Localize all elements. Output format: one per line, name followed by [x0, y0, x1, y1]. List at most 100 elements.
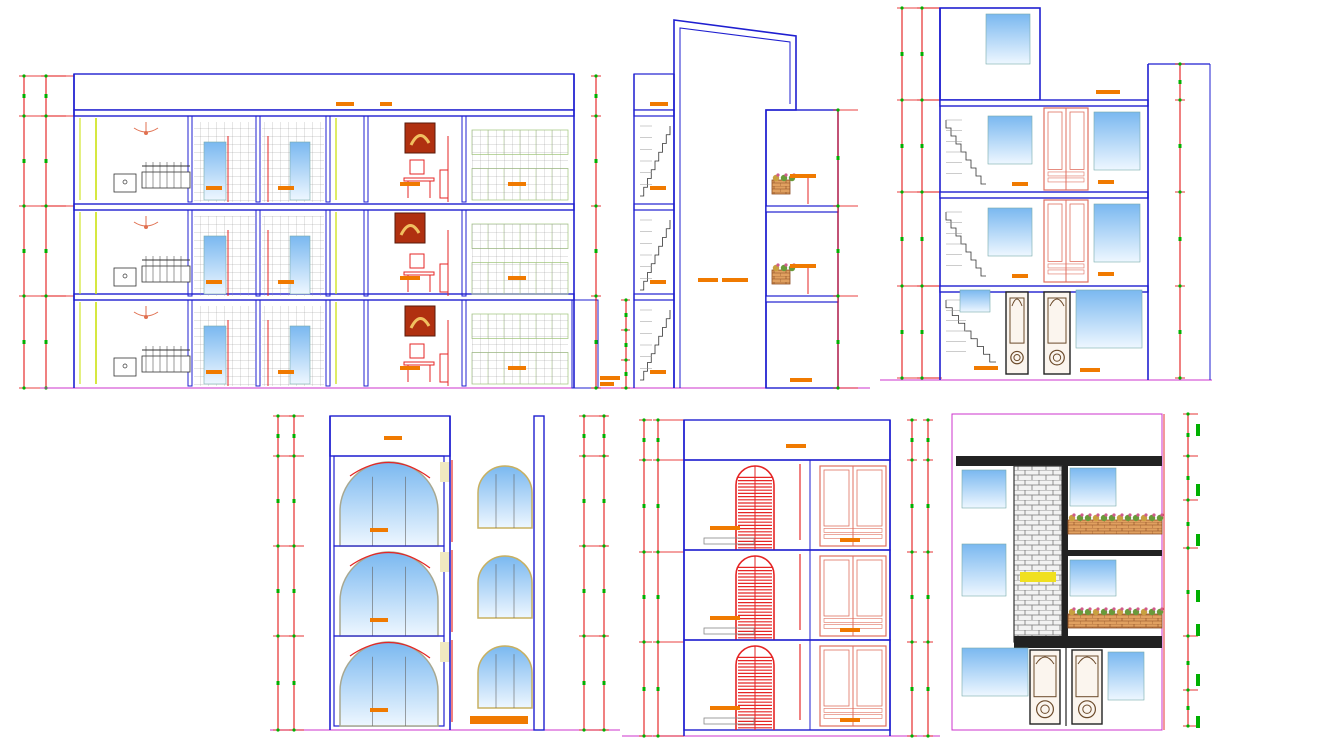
- room-tag: [206, 280, 222, 284]
- path: [339, 641, 439, 727]
- dim-tick: [656, 734, 660, 738]
- rect: [1047, 171, 1085, 177]
- dim-tick: [602, 728, 606, 732]
- wardrobe-icon: [819, 555, 887, 637]
- flower: [1160, 513, 1164, 517]
- dim-tick: [910, 418, 914, 422]
- dimension-text-mark: [642, 438, 646, 442]
- carved-door-icon: [1043, 291, 1071, 375]
- circle: [1040, 704, 1050, 714]
- flower: [1112, 513, 1116, 517]
- shower-glass: [289, 141, 311, 201]
- rect: [403, 361, 435, 366]
- dim-tick: [22, 204, 26, 208]
- arched-window-icon: [477, 645, 533, 709]
- vertical-dimension: [599, 414, 609, 732]
- flower: [1136, 607, 1140, 611]
- dim-tick: [1178, 62, 1182, 66]
- dimension-text-mark: [900, 237, 904, 241]
- flower: [1104, 607, 1108, 611]
- dimension-text-mark: [836, 156, 840, 160]
- dim-tick: [624, 386, 628, 390]
- dimension-text-mark: [1196, 534, 1200, 546]
- dim-tick: [642, 640, 646, 644]
- dim-tick: [594, 386, 598, 390]
- yellow-band: [1020, 572, 1056, 582]
- flower: [1120, 513, 1124, 517]
- dimension-text-mark: [582, 499, 586, 503]
- dimension-text-mark: [22, 159, 26, 163]
- dim-tick: [1178, 376, 1182, 380]
- partition-wall: [187, 209, 193, 297]
- dim-tick: [292, 454, 296, 458]
- dim-tick: [1178, 284, 1182, 288]
- dimension-text-mark: [900, 144, 904, 148]
- path: [339, 551, 439, 637]
- room-tag: [206, 370, 222, 374]
- kitchen-cabinet-icon: [471, 223, 569, 295]
- path: [640, 220, 671, 291]
- desk-chair-icon: [403, 253, 449, 293]
- dimension-text-mark: [910, 687, 914, 691]
- dim-tick: [624, 328, 628, 332]
- path: [409, 317, 431, 329]
- dim-tick: [594, 74, 598, 78]
- rect: [823, 649, 850, 707]
- room-tag: [1080, 368, 1100, 372]
- vertical-dimension: [1183, 412, 1198, 728]
- dimension-text-mark: [1186, 706, 1190, 710]
- dim-tick: [1186, 688, 1190, 692]
- dim-tick: [926, 734, 930, 738]
- dim-tick: [1186, 498, 1190, 502]
- wardrobe-icon: [1043, 199, 1089, 283]
- rect: [823, 708, 883, 713]
- roof-parapet: [73, 73, 575, 111]
- dim-tick: [44, 114, 48, 118]
- room-tag: [370, 528, 388, 532]
- path: [640, 126, 671, 197]
- dim-tick: [292, 634, 296, 638]
- staircase-icon: [945, 299, 996, 363]
- flower: [784, 173, 788, 177]
- path: [1049, 298, 1065, 307]
- chair: [439, 353, 449, 383]
- flower: [1088, 607, 1092, 611]
- flower: [784, 263, 788, 267]
- nightstand: [113, 173, 137, 193]
- dim-tick: [910, 640, 914, 644]
- dim-tick: [582, 544, 586, 548]
- rect: [1047, 111, 1063, 170]
- chair: [439, 169, 449, 199]
- roof-parapet: [683, 419, 891, 461]
- dimension-text-mark: [582, 589, 586, 593]
- room-tag: [508, 366, 526, 370]
- flower: [1080, 607, 1084, 611]
- arched-window-icon: [477, 465, 533, 529]
- dimension-text-mark: [1196, 590, 1200, 602]
- dimension-text-mark: [276, 499, 280, 503]
- rect: [823, 618, 883, 623]
- vertical-dimension: [273, 414, 292, 732]
- vertical-dimension: [897, 6, 942, 380]
- path: [477, 645, 533, 709]
- carved-door-icon: [1005, 291, 1029, 375]
- dim-tick: [900, 6, 904, 10]
- room-tag: [1012, 274, 1028, 278]
- flower: [1096, 513, 1100, 517]
- dim-tick: [1186, 724, 1190, 728]
- arched-window-icon: [339, 461, 439, 547]
- room-tag: [508, 182, 526, 186]
- flower: [1152, 513, 1156, 517]
- dim-tick: [594, 114, 598, 118]
- dim-tick: [642, 458, 646, 462]
- rect: [141, 265, 191, 283]
- dimension-text-mark: [642, 504, 646, 508]
- monitor: [409, 159, 425, 175]
- room-tag: [1098, 180, 1114, 184]
- dimension-text-mark: [656, 438, 660, 442]
- chandelier-icon: [133, 122, 159, 135]
- side-wall: [533, 415, 545, 731]
- rect: [472, 224, 568, 294]
- dimension-text-mark: [594, 159, 598, 163]
- section-dd: [622, 418, 940, 738]
